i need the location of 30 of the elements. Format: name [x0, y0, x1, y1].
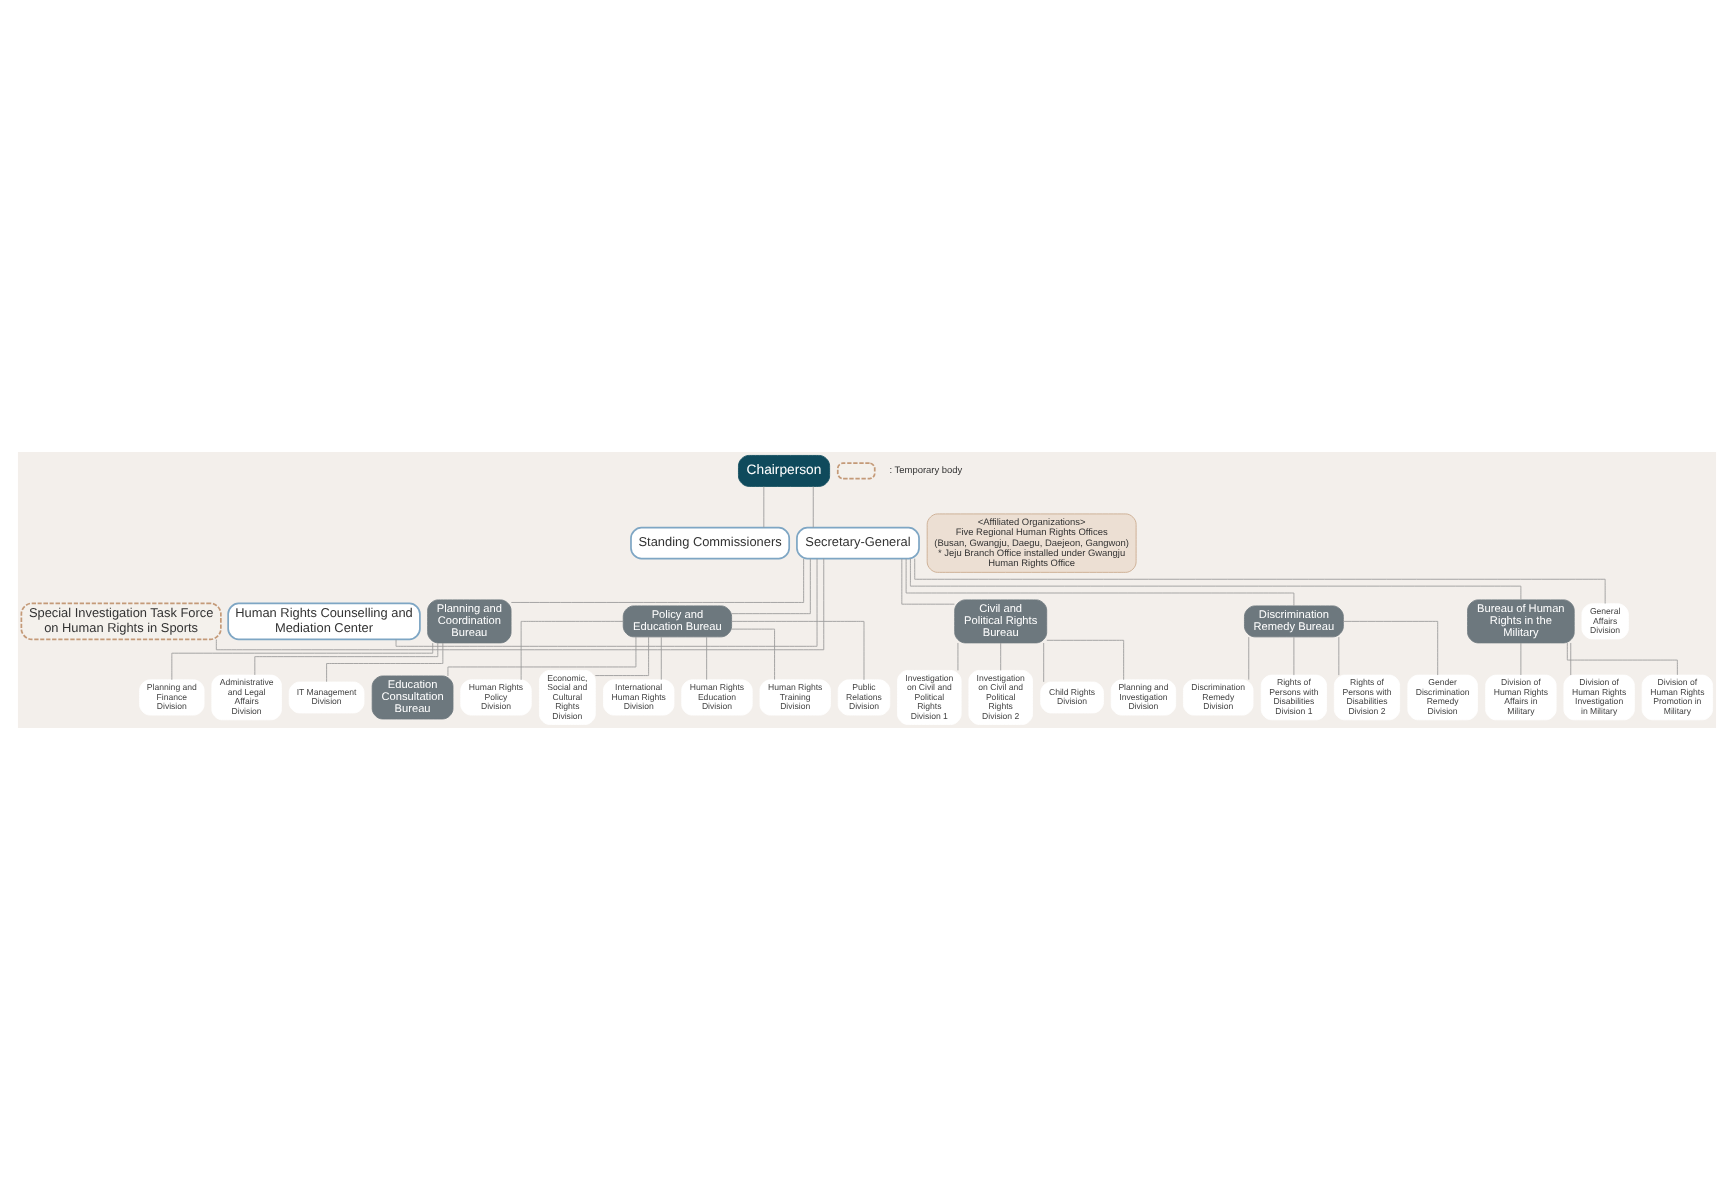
connector	[1342, 620, 1439, 676]
connector	[171, 642, 434, 681]
connector	[910, 558, 1522, 601]
connector	[812, 486, 814, 528]
connector	[1043, 642, 1045, 683]
connector	[447, 636, 637, 677]
connector	[510, 558, 805, 603]
connector	[254, 642, 439, 676]
connector	[594, 636, 650, 676]
connector	[1570, 642, 1572, 676]
connector	[1520, 642, 1522, 676]
connector	[905, 558, 1295, 607]
connector	[957, 642, 959, 671]
connector	[520, 620, 624, 681]
connector	[1566, 642, 1678, 676]
connector	[731, 558, 811, 615]
connector	[1293, 636, 1295, 676]
connector	[1000, 642, 1002, 671]
connector	[1248, 636, 1250, 681]
connector	[1338, 636, 1340, 676]
connector	[1046, 639, 1125, 681]
connector	[326, 642, 444, 683]
connector	[731, 628, 775, 680]
connector	[914, 558, 1606, 604]
connector	[763, 486, 765, 528]
connector	[706, 636, 708, 681]
connector	[731, 620, 865, 681]
connector	[215, 558, 825, 651]
connector	[660, 636, 662, 681]
connector	[901, 558, 955, 605]
